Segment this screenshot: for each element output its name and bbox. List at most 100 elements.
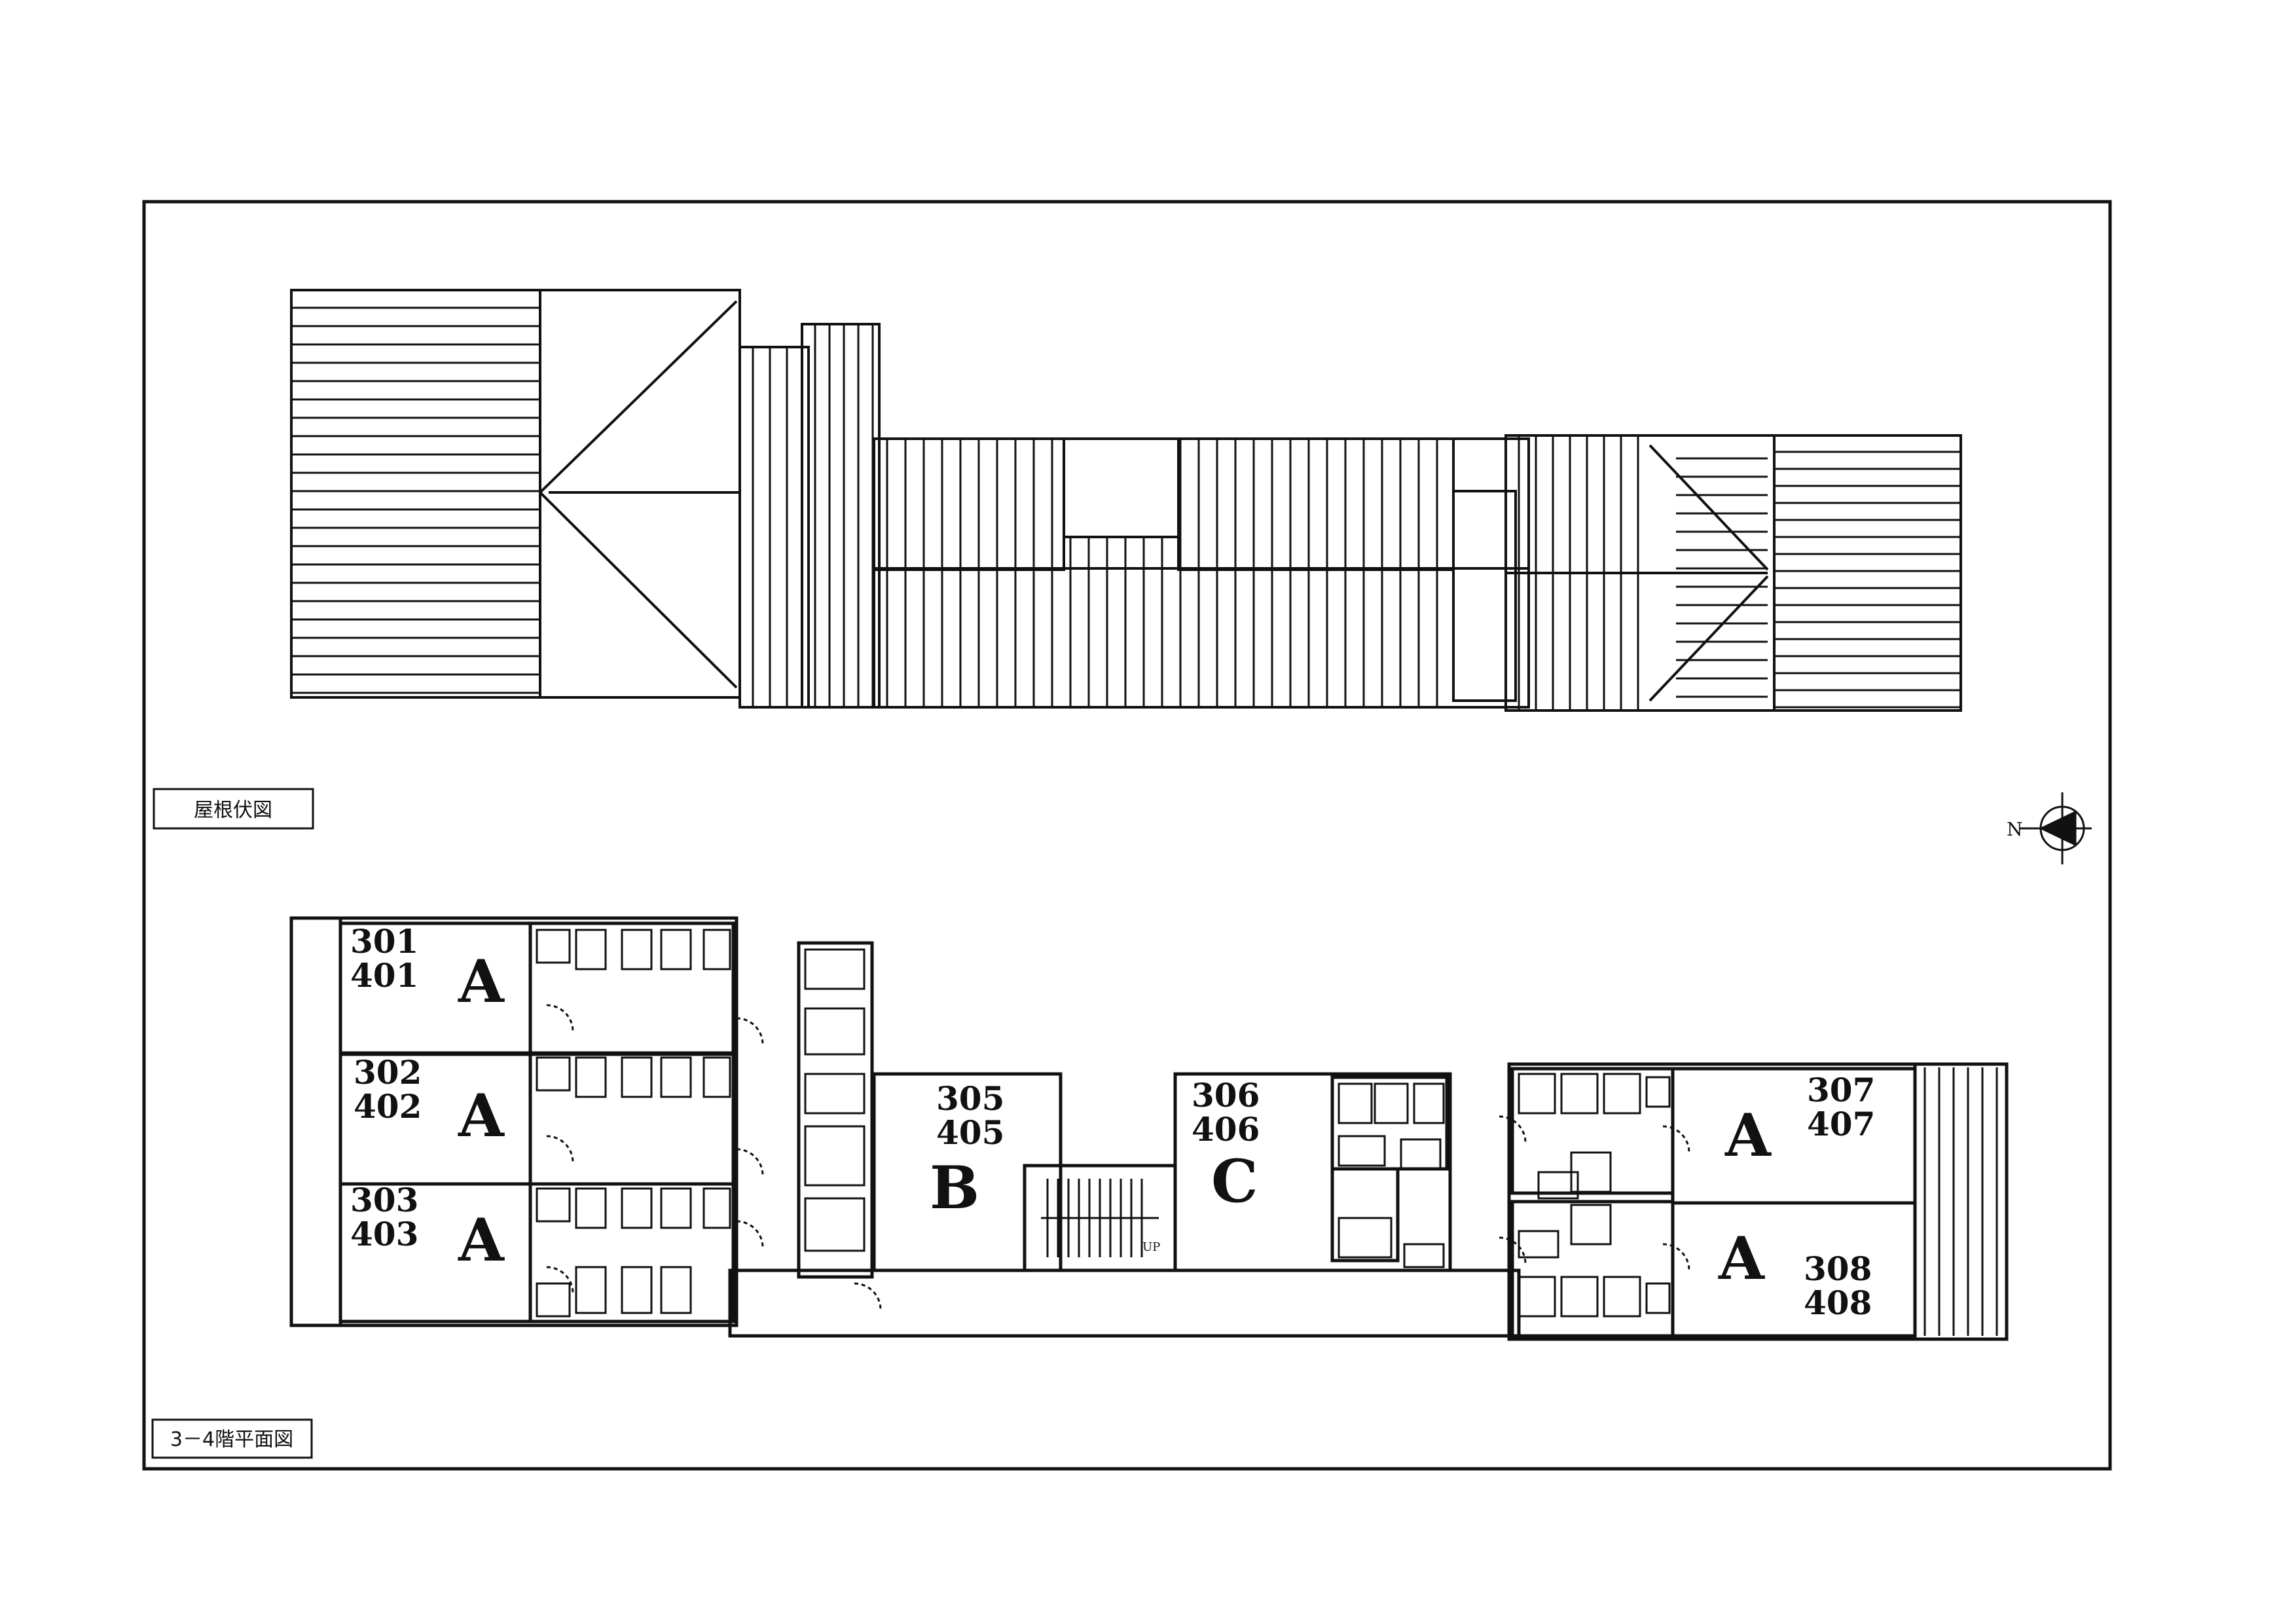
room-number-label: 407 xyxy=(1807,1105,1875,1143)
roof-notch xyxy=(1063,536,1180,570)
north-label: N xyxy=(2007,819,2023,840)
roof-right-step xyxy=(1452,490,1517,702)
fixture-box xyxy=(536,1282,571,1318)
stair-treads xyxy=(1041,1179,1159,1257)
door-swing xyxy=(1662,1125,1690,1153)
roof-hip-line xyxy=(1649,575,1769,702)
unit-type-label: A xyxy=(458,947,505,1016)
roof-middle-block xyxy=(873,437,1530,709)
roof-left-battens xyxy=(291,306,540,694)
roof-tall-block xyxy=(801,323,881,709)
room-number-label: 403 xyxy=(350,1215,418,1253)
fixture-box xyxy=(702,929,731,970)
fixture-box xyxy=(1560,1276,1599,1318)
drawing-frame xyxy=(142,200,2112,1471)
fixture-box xyxy=(1603,1276,1641,1318)
floor-plan-label: 3－4階平面図 xyxy=(170,1428,293,1451)
room-number-label: 406 xyxy=(1192,1110,1260,1149)
fixture-box xyxy=(575,1187,607,1229)
room-number-label: 305 xyxy=(936,1079,1004,1118)
roof-hip-line xyxy=(539,300,738,494)
fixture-box xyxy=(1518,1276,1556,1318)
fixture-box xyxy=(1537,1171,1579,1200)
fixture-box xyxy=(660,1187,692,1229)
unit-type-label: A xyxy=(1724,1101,1772,1170)
roof-raised-left xyxy=(873,437,1065,571)
fixtures-layer xyxy=(536,929,1690,1318)
room-number-label: 306 xyxy=(1192,1076,1260,1115)
room-number-label: 302 xyxy=(354,1053,422,1092)
fixture-box xyxy=(702,1056,731,1098)
roof-right-battens xyxy=(1676,451,1961,709)
fixture-box xyxy=(1560,1073,1599,1115)
door-swing xyxy=(546,1135,574,1163)
roof-plan-label-box xyxy=(153,788,314,830)
fixture-box xyxy=(621,1056,653,1098)
fixture-box xyxy=(660,1266,692,1314)
wet-area xyxy=(528,1182,735,1323)
fixture-box xyxy=(1570,1204,1612,1246)
plan-right-balcony xyxy=(1913,1062,2009,1341)
fixture-box xyxy=(702,1187,731,1229)
wet-area xyxy=(1330,1167,1400,1263)
fixture-box xyxy=(1645,1282,1671,1314)
fixture-box xyxy=(621,1266,653,1314)
fixture-box xyxy=(1570,1151,1612,1193)
fixture-box xyxy=(575,1056,607,1098)
fixture-box xyxy=(804,1197,866,1252)
unit-room xyxy=(872,1072,1063,1272)
fixture-box xyxy=(1338,1135,1386,1167)
fixture-box xyxy=(536,1187,571,1223)
fixture-box xyxy=(1403,1243,1445,1268)
fixture-box xyxy=(804,1007,866,1056)
room-number-label: 405 xyxy=(936,1113,1004,1152)
room-number-label: 408 xyxy=(1804,1283,1872,1322)
fixture-box xyxy=(575,1266,607,1314)
fixture-box xyxy=(660,929,692,970)
room-number-label: 308 xyxy=(1804,1249,1872,1288)
fixture-box xyxy=(1338,1217,1393,1259)
door-swing xyxy=(736,1017,764,1045)
fixture-box xyxy=(1603,1073,1641,1115)
fixture-box xyxy=(804,948,866,990)
fixture-box xyxy=(660,1056,692,1098)
unit-type-label: B xyxy=(930,1153,979,1223)
door-swing xyxy=(546,1004,574,1032)
fixture-box xyxy=(1400,1138,1442,1170)
room-number-label: 303 xyxy=(350,1181,418,1219)
stair-up-label: UP xyxy=(1142,1240,1160,1254)
floor-plan xyxy=(289,916,2009,1341)
unit-type-label: C xyxy=(1211,1147,1258,1216)
fixture-box xyxy=(1518,1230,1559,1259)
plan-left-balcony xyxy=(289,916,342,1327)
door-swing xyxy=(1499,1115,1527,1143)
fixture-box xyxy=(804,1073,866,1115)
fixture-box xyxy=(804,1125,866,1187)
room-number-label: 307 xyxy=(1807,1071,1875,1109)
wet-area xyxy=(1510,1067,1675,1195)
door-swing xyxy=(736,1148,764,1176)
roof-vertical-battens xyxy=(752,324,1639,710)
door-swing xyxy=(736,1220,764,1248)
door-swing xyxy=(1662,1243,1690,1271)
roof-raised-right xyxy=(1177,437,1455,571)
floor-plan-label-box xyxy=(151,1418,313,1459)
roof-hip-line xyxy=(539,491,738,689)
unit-room xyxy=(1671,1201,1917,1338)
unit-type-label: A xyxy=(458,1206,505,1275)
fixture-box xyxy=(1374,1082,1409,1124)
fixture-box xyxy=(1413,1082,1445,1124)
room-number-label: 401 xyxy=(350,956,418,995)
plan-corridor xyxy=(728,1268,1521,1338)
unit-room xyxy=(1671,1067,1917,1205)
door-swing xyxy=(546,1266,574,1294)
unit-type-label: A xyxy=(1718,1224,1765,1293)
fixture-box xyxy=(1645,1076,1671,1108)
roof-plan xyxy=(290,289,1962,712)
roof-hip-line xyxy=(1649,444,1769,571)
door-swing xyxy=(854,1282,882,1310)
service-tower xyxy=(797,941,874,1279)
unit-type-label: A xyxy=(458,1081,505,1151)
